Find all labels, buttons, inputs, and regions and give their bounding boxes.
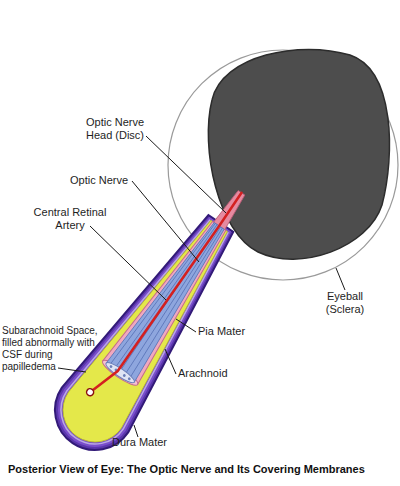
part-label: Dura Mater xyxy=(112,436,182,449)
part-label: Central Retinal Artery xyxy=(28,206,112,232)
nerve-bundle-dot xyxy=(122,374,126,378)
leader-line xyxy=(146,136,226,213)
leader-line xyxy=(165,349,176,374)
leader-lines xyxy=(58,136,345,437)
nerve-bundle-dot xyxy=(127,377,131,381)
part-label: Subarachnoid Space, filled abnormally wi… xyxy=(2,325,102,373)
pia-mater-layer xyxy=(103,214,237,384)
leader-line xyxy=(336,268,345,290)
part-label: Eyeball (Sclera) xyxy=(315,290,375,316)
nerve-bundle-dot xyxy=(109,365,113,369)
figure-caption: Posterior View of Eye: The Optic Nerve a… xyxy=(8,462,365,476)
leader-line xyxy=(176,319,196,332)
nerve-cross-section xyxy=(104,360,137,386)
artery-cross-section xyxy=(85,387,95,397)
part-label: Pia Mater xyxy=(198,325,268,338)
part-label: Arachnoid xyxy=(178,367,248,380)
leader-line xyxy=(134,425,138,437)
part-label: Optic Nerve Head (Disc) xyxy=(76,116,154,142)
eyeball-interior xyxy=(208,49,389,259)
leader-line xyxy=(58,368,86,372)
optic-nerve-fibres xyxy=(106,216,233,382)
part-label: Optic Nerve xyxy=(70,174,140,187)
leader-line xyxy=(90,226,166,300)
leader-line xyxy=(132,181,199,262)
